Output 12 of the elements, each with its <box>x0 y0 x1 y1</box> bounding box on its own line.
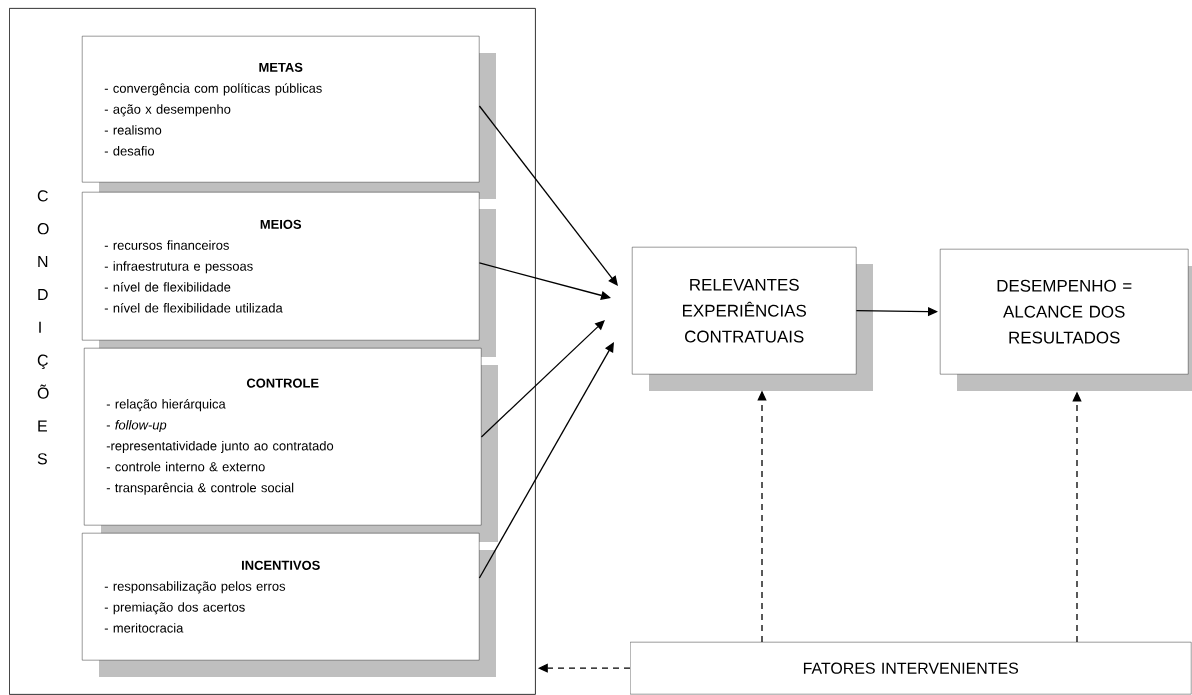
arrow <box>478 105 618 286</box>
vertical-label: CONDIÇÕES <box>37 190 49 465</box>
arrow <box>478 342 614 579</box>
factor-box: FATORES INTERVENIENTES <box>630 641 1192 695</box>
arrow <box>480 320 605 438</box>
list-box: INCENTIVOS - responsabilização pelos erros - premiação dos acertos - meritocracia <box>82 532 496 677</box>
list-box: MEIOS - recursos financeiros - infraestrutura e pessoas - nível de flexibilidade - nível de flexibilidade utilizada <box>82 192 496 357</box>
process-box: DESEMPENHO = ALCANCE DOS RESULTADOS <box>940 249 1192 391</box>
arrow <box>478 262 611 300</box>
list-box: CONTROLE - relação hierárquica - follow-up -representatividade junto ao contratado - controle interno & externo - transparência & controle social <box>84 348 498 542</box>
process-box: RELEVANTES EXPERIÊNCIAS CONTRATUAIS <box>632 247 873 391</box>
list-box: METAS - convergência com políticas públicas - ação x desempenho - realismo - desafio <box>82 36 496 199</box>
